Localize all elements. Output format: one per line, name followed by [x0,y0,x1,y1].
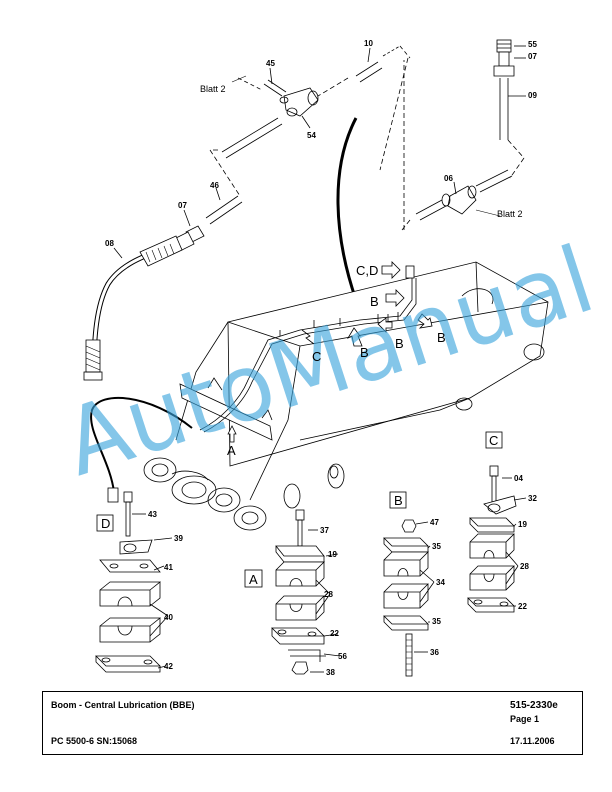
document-title: Boom - Central Lubrication (BBE) [51,700,195,710]
callout: 34 [436,578,445,587]
view-c [467,431,527,613]
upper-left-line [83,45,411,381]
callout: 35 [432,542,441,551]
view-letter: D [101,516,110,531]
view-a [244,509,341,675]
callout: 22 [518,602,527,611]
callout: 35 [432,617,441,626]
page-number: Page 1 [510,714,540,724]
callout: 10 [364,39,373,48]
sheet-ref: Blatt 2 [497,209,523,219]
callout: 28 [520,562,529,571]
flow-label: A [227,443,236,458]
callout: 07 [528,52,537,61]
title-block: Boom - Central Lubrication (BBE) 515-233… [42,691,583,755]
callout: 37 [320,526,329,535]
callout: 56 [338,652,347,661]
callout: 08 [105,239,114,248]
callout: 54 [307,131,316,140]
flow-label: B [360,345,369,360]
flow-label: B [395,336,404,351]
flow-label: B [370,294,379,309]
view-d [95,491,173,673]
callout: 36 [430,648,439,657]
callout: 55 [528,40,537,49]
view-letter: C [489,433,498,448]
view-letter: B [394,493,403,508]
sheet-ref: Blatt 2 [200,84,226,94]
flow-label: B [437,330,446,345]
upper-right-line [401,39,526,231]
callout: 09 [528,91,537,100]
callout: 47 [430,518,439,527]
callout: 42 [164,662,173,671]
callout: 04 [514,474,523,483]
callout: 19 [518,520,527,529]
callout: 41 [164,563,173,572]
callout: 38 [326,668,335,677]
callout: 07 [178,201,187,210]
callout: 19 [328,550,337,559]
document-number: 515-2330e [510,700,558,711]
callout: 40 [164,613,173,622]
callout: 06 [444,174,453,183]
flow-label: C [312,349,321,364]
document-date: 17.11.2006 [510,736,555,746]
flow-label: C,D [356,263,378,278]
callout: 43 [148,510,157,519]
callout: 39 [174,534,183,543]
callout: 45 [266,59,275,68]
view-b [383,491,435,677]
callout: 32 [528,494,537,503]
callout: 28 [324,590,333,599]
callouts: 10 45 54 46 07 08 55 07 09 06 43 39 41 4… [105,39,537,677]
view-letter: A [249,572,258,587]
boom-body [90,261,549,531]
callout: 22 [330,629,339,638]
callout: 46 [210,181,219,190]
machine-model: PC 5500-6 SN:15068 [51,736,138,746]
